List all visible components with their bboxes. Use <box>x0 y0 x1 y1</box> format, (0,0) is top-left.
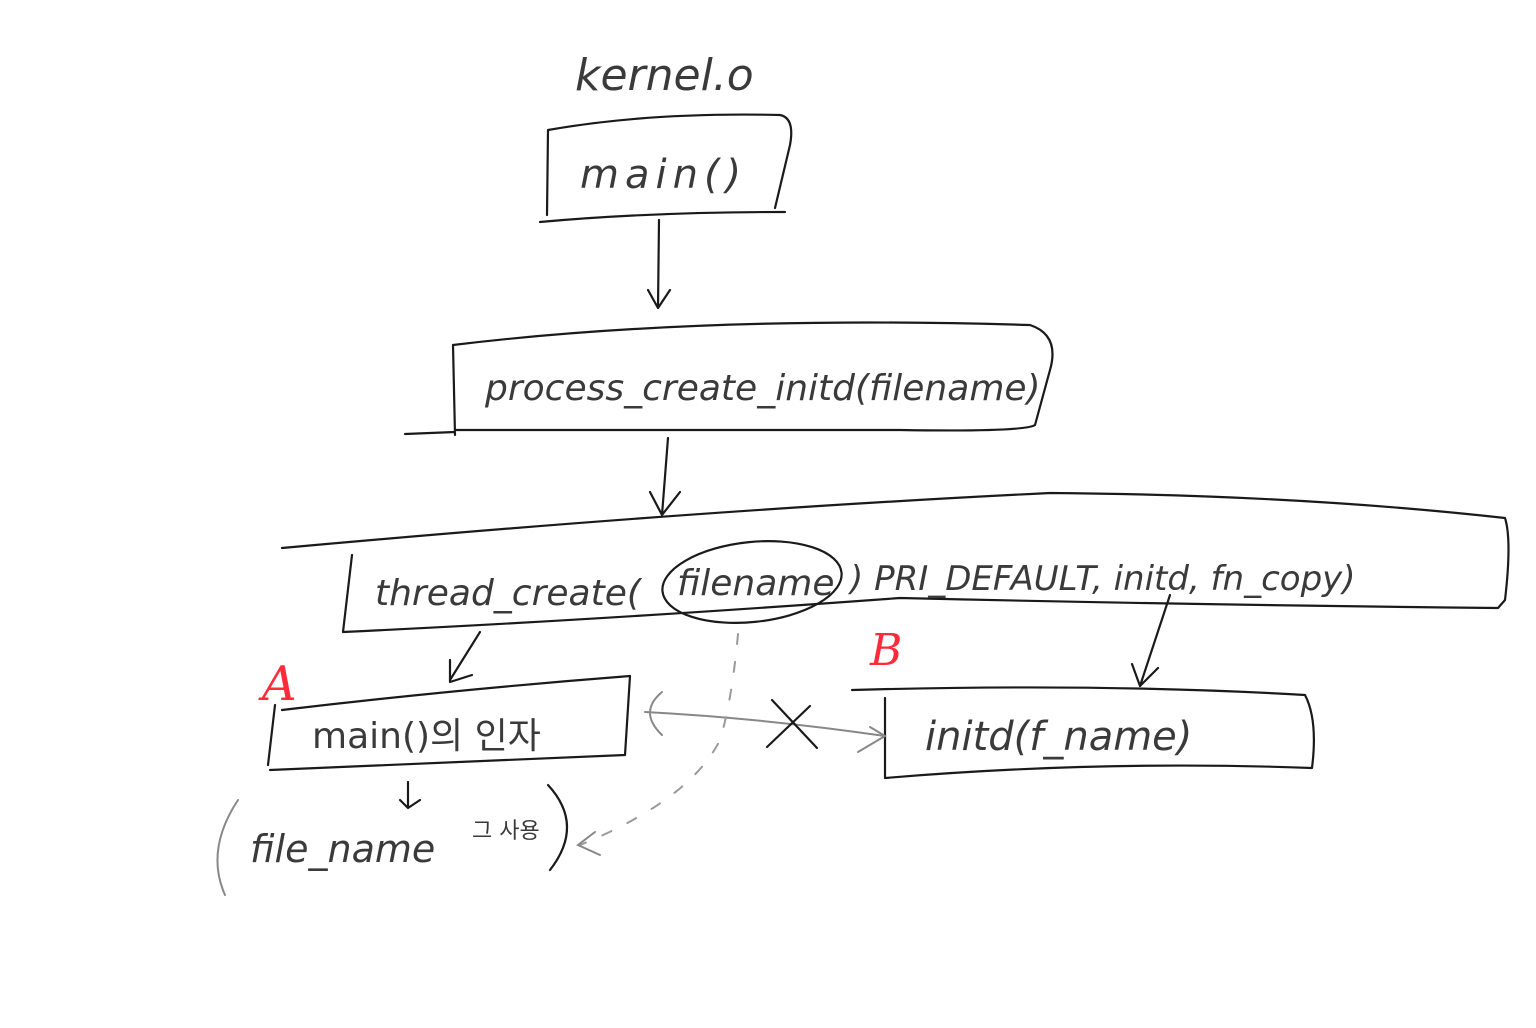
arrow-left-icon <box>649 691 663 736</box>
arrow-down-icon <box>398 780 422 810</box>
node-a: main()의 인자 <box>266 674 632 772</box>
node-b-border <box>850 686 1315 780</box>
node-thread-func: thread_create( <box>375 573 643 614</box>
node-process-label: process_create_initd(filename) <box>484 368 1041 409</box>
node-main-border <box>538 113 793 224</box>
arrow-down-left-icon <box>448 630 482 684</box>
node-main: main() <box>538 113 793 224</box>
node-thread-create: thread_create( filename ) PRI_DEFAULT, i… <box>280 491 1510 634</box>
edge-main-to-process <box>646 218 672 310</box>
dashed-connector <box>579 633 739 846</box>
arrow-down-icon <box>648 436 682 517</box>
diagram-title: kernel.o <box>575 50 754 101</box>
cross-x-icon <box>765 698 819 750</box>
node-thread-border <box>280 491 1510 634</box>
edge-process-to-thread <box>648 436 682 517</box>
circled-filename-highlight <box>661 540 843 624</box>
arrow-left-icon <box>576 831 601 856</box>
node-process-create: process_create_initd(filename) <box>403 321 1054 437</box>
edge-a-to-note <box>398 780 422 810</box>
paren-left <box>216 799 239 896</box>
edge-a-b-crossed <box>644 691 887 753</box>
node-process-border <box>403 321 1054 437</box>
node-b: initd(f_name) <box>850 686 1315 780</box>
arrow-down-icon <box>646 218 672 310</box>
node-a-label: main()의 인자 <box>312 716 541 757</box>
marker-a: A <box>258 656 297 712</box>
edge-thread-to-a <box>448 630 482 684</box>
edge-filename-dashed <box>576 633 739 856</box>
paren-right <box>546 783 569 872</box>
connector-line <box>644 711 886 737</box>
note-label: file_name <box>250 827 435 871</box>
node-thread-circled-arg: filename <box>677 563 835 604</box>
arrow-right-icon <box>857 726 887 753</box>
node-thread-rest: ) PRI_DEFAULT, initd, fn_copy) <box>847 559 1356 599</box>
edge-thread-to-b <box>1130 593 1172 688</box>
marker-b: B <box>869 625 902 676</box>
note-suffix: 그 사용 <box>472 819 540 844</box>
node-main-label: main() <box>580 152 747 198</box>
node-a-border <box>266 674 632 772</box>
node-b-label: initd(f_name) <box>925 714 1192 760</box>
node-file-name-note: file_name 그 사용 <box>216 783 569 896</box>
arrow-down-icon <box>1130 593 1172 688</box>
